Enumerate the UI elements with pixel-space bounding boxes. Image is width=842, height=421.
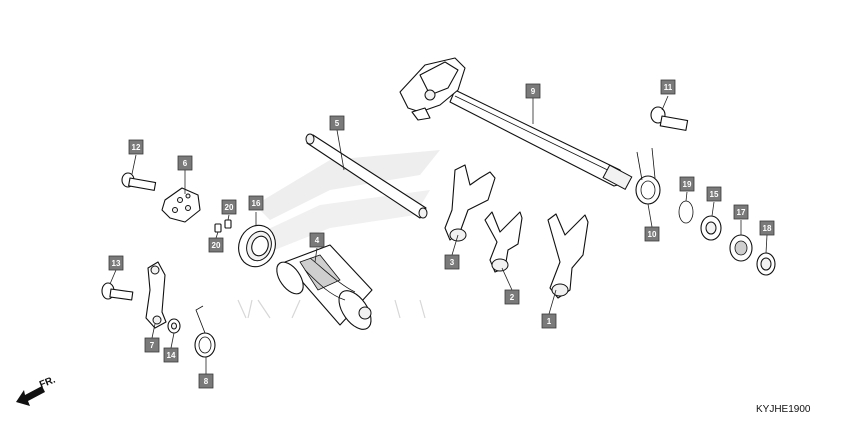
callout-8-label: 8 bbox=[204, 377, 209, 386]
callout-5: 5 bbox=[329, 115, 345, 131]
callout-12: 12 bbox=[128, 139, 144, 155]
part-11-pin-bolt bbox=[650, 106, 689, 131]
callout-15-label: 15 bbox=[710, 190, 719, 199]
callout-19: 19 bbox=[679, 176, 695, 192]
front-arrow-icon bbox=[16, 386, 45, 406]
part-6-drum-center bbox=[161, 187, 201, 223]
callout-10: 10 bbox=[644, 226, 660, 242]
callout-7-label: 7 bbox=[150, 341, 155, 350]
callout-16: 16 bbox=[248, 195, 264, 211]
watermark-logo bbox=[237, 150, 440, 319]
part-20-dowel-pins bbox=[214, 219, 232, 233]
callout-15: 15 bbox=[706, 186, 722, 202]
callout-2: 2 bbox=[504, 289, 520, 305]
callout-5-label: 5 bbox=[335, 119, 340, 128]
callout-8: 8 bbox=[198, 373, 214, 389]
callout-20-upper-label: 20 bbox=[225, 203, 234, 212]
leader-lines bbox=[109, 95, 768, 374]
callout-2-label: 2 bbox=[510, 293, 515, 302]
diagram-code: KYJHE1900 bbox=[756, 404, 811, 415]
callout-20-lower: 20 bbox=[208, 237, 224, 253]
callout-17-label: 17 bbox=[737, 208, 746, 217]
part-14-washer bbox=[167, 318, 181, 334]
part-13-bolt bbox=[101, 282, 134, 301]
part-8-spring bbox=[194, 305, 216, 358]
callout-14: 14 bbox=[163, 347, 179, 363]
callout-20-upper: 20 bbox=[221, 199, 237, 215]
part-18-oil-seal bbox=[756, 252, 776, 276]
callout-16-label: 16 bbox=[252, 199, 261, 208]
callout-9: 9 bbox=[525, 83, 541, 99]
callout-18: 18 bbox=[759, 220, 775, 236]
callout-13: 13 bbox=[108, 255, 124, 271]
callout-7: 7 bbox=[144, 337, 160, 353]
front-marker-label: FR. bbox=[38, 374, 57, 390]
callout-17: 17 bbox=[733, 204, 749, 220]
callout-14-label: 14 bbox=[167, 351, 176, 360]
part-4-shift-drum bbox=[276, 244, 373, 330]
callout-9-label: 9 bbox=[531, 87, 536, 96]
callout-18-label: 18 bbox=[763, 224, 772, 233]
part-9-gearshift-spindle bbox=[399, 57, 633, 190]
callout-4-label: 4 bbox=[315, 236, 320, 245]
part-1-shift-fork bbox=[547, 213, 589, 299]
callout-1-label: 1 bbox=[547, 317, 552, 326]
part-3-shift-fork bbox=[444, 164, 496, 242]
callout-6-label: 6 bbox=[183, 159, 188, 168]
callout-11: 11 bbox=[660, 79, 676, 95]
part-10-return-spring bbox=[635, 147, 661, 205]
callout-4: 4 bbox=[309, 232, 325, 248]
part-17-collar bbox=[729, 234, 753, 262]
callout-11-label: 11 bbox=[664, 83, 673, 92]
front-direction-marker: FR. bbox=[16, 374, 57, 406]
part-16-bearing bbox=[238, 224, 276, 268]
part-19-circlip bbox=[678, 200, 694, 224]
callout-6: 6 bbox=[177, 155, 193, 171]
part-7-stopper-arm bbox=[145, 261, 167, 329]
callout-19-label: 19 bbox=[683, 180, 692, 189]
callout-10-label: 10 bbox=[648, 230, 657, 239]
callout-20-lower-label: 20 bbox=[212, 241, 221, 250]
callout-1: 1 bbox=[541, 313, 557, 329]
callout-12-label: 12 bbox=[132, 143, 141, 152]
part-15-washer bbox=[700, 215, 722, 241]
callout-3-label: 3 bbox=[450, 258, 455, 267]
callout-13-label: 13 bbox=[112, 259, 121, 268]
callout-3: 3 bbox=[444, 254, 460, 270]
part-12-bolt bbox=[121, 172, 157, 191]
part-2-shift-fork bbox=[484, 211, 523, 273]
part-5-fork-shaft bbox=[305, 133, 428, 219]
